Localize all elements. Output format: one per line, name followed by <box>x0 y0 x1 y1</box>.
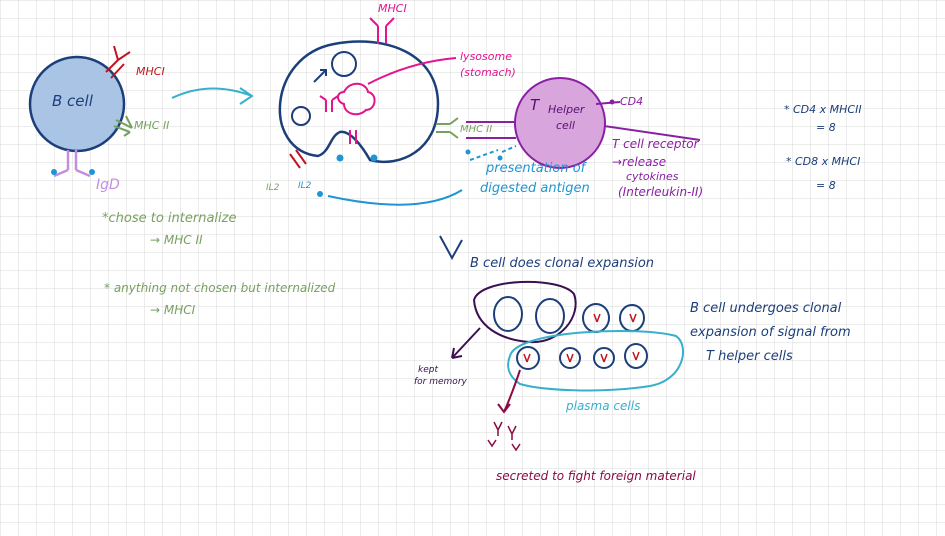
cd8-mhc1-note: * CD8 x MHCI <box>786 155 861 168</box>
plasma-cell <box>593 347 615 369</box>
clonal-signal-note-2: expansion of signal from <box>690 325 851 340</box>
cytokine-dot <box>465 149 471 155</box>
cd4-mhc2-note: * CD4 x MHCII <box>784 103 862 116</box>
b-cell-label: B cell <box>52 92 93 110</box>
return-arrow <box>327 189 463 206</box>
plasma-cell-group <box>507 330 684 392</box>
igd-label: IgD <box>96 177 120 193</box>
mhc1-receptor-icon <box>289 149 307 169</box>
presentation-label: presentation of <box>486 161 586 176</box>
clonal-signal-note-3: T helper cells <box>706 349 793 364</box>
engulfing-cell <box>278 40 440 164</box>
cd4-mhc2-value: = 8 <box>816 121 836 134</box>
lysosome <box>337 82 376 116</box>
memory-b-cell <box>535 298 565 334</box>
secreted-antibodies <box>487 421 521 452</box>
mhc2-receptor-icon <box>113 115 133 137</box>
arrow-to-clonal <box>439 235 463 261</box>
mhc2-center-label: MHC II <box>460 124 493 135</box>
cytokine-dot <box>497 155 503 161</box>
cd4-marker-dot <box>609 99 615 105</box>
stomach-label: (stomach) <box>460 66 516 79</box>
t-cell-receptor-line <box>603 125 701 141</box>
mhc1-label: MHCI <box>136 65 165 78</box>
mhc2-binding-line <box>466 121 516 139</box>
mhc1-top-label: MHCI <box>378 2 407 15</box>
mhc2-receptor-icon <box>436 117 459 139</box>
release-label: →release <box>612 155 667 169</box>
note-internalize: *chose to internalize <box>102 211 237 226</box>
memory-arrow <box>451 327 481 359</box>
memory-b-cell <box>493 296 523 332</box>
secreted-label: secreted to fight foreign material <box>496 469 696 483</box>
vesicle-arrow <box>313 69 327 83</box>
plasma-cell <box>516 346 540 370</box>
lysosome-label: lysosome <box>460 50 512 63</box>
helper-cell-label: cell <box>556 119 575 132</box>
helper-label: Helper <box>548 103 585 116</box>
cd4-marker-line <box>595 101 621 105</box>
note-not-chosen-result: → MHCI <box>150 303 196 317</box>
cytokine-dot <box>317 191 323 197</box>
igd-antibody-icon <box>53 150 91 178</box>
presentation-arrow <box>469 145 517 161</box>
plasma-cell <box>624 343 648 369</box>
arrow-internalize <box>171 87 253 99</box>
cytokine-dot <box>370 154 378 162</box>
kept-label: kept <box>418 365 438 375</box>
il2-label: IL2 <box>298 181 312 191</box>
arrow-head <box>239 87 254 105</box>
cytokine-dot <box>336 154 344 162</box>
mhc1-receptor-icon <box>369 17 395 44</box>
vesicle <box>291 106 311 126</box>
cd8-mhc1-value: = 8 <box>816 179 836 192</box>
mhc2-inner-icon <box>349 130 357 144</box>
mhc2-label: MHC II <box>134 119 170 132</box>
antibody-marks <box>523 313 640 363</box>
tcr-label: T cell receptor <box>612 137 699 151</box>
mhc1-receptor-icon <box>105 45 131 79</box>
lysosome-pointer <box>367 57 457 85</box>
digested-antigen-label: digested antigen <box>480 181 590 196</box>
clonal-signal-note: B cell undergoes clonal <box>690 301 842 316</box>
antigen-dot <box>89 169 95 175</box>
note-internalize-result: → MHC II <box>150 233 203 247</box>
plasma-cells-label: plasma cells <box>566 399 641 413</box>
vesicle <box>331 51 357 77</box>
plasma-cell <box>559 347 581 369</box>
cytokines-label: cytokines <box>626 170 679 183</box>
memory-label: for memory <box>414 377 467 387</box>
helper-t-letter: T <box>530 96 540 114</box>
clonal-expansion-title: B cell does clonal expansion <box>470 256 655 271</box>
interleukin-label: (Interleukin-II) <box>618 185 704 199</box>
il2-label: IL2 <box>266 183 280 193</box>
mhc1-inner-icon <box>319 95 339 112</box>
memory-cell-group <box>472 280 577 344</box>
cd4-label: CD4 <box>620 95 644 108</box>
secretion-arrow <box>497 369 521 414</box>
note-not-chosen: * anything not chosen but internalized <box>104 281 336 295</box>
antigen-dot <box>51 169 57 175</box>
